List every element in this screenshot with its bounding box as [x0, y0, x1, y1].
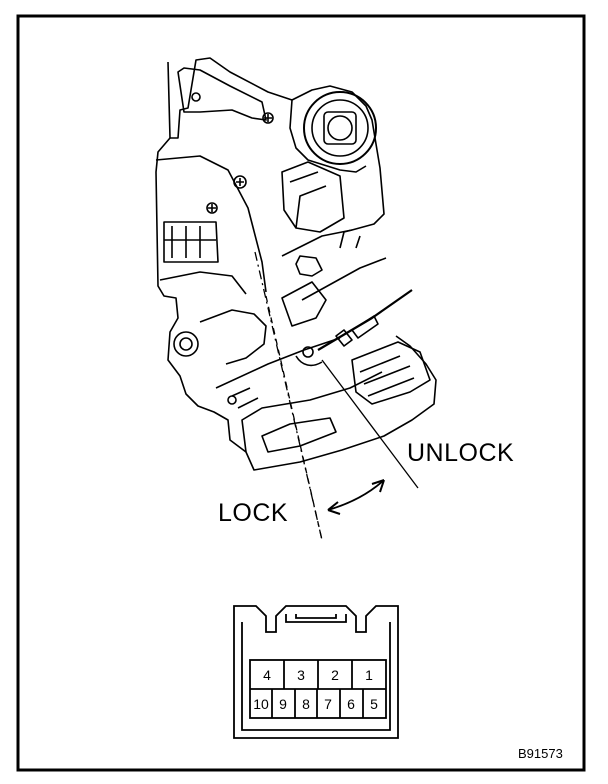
- travel-indicator-lines: [254, 251, 419, 541]
- pin-label: 2: [331, 667, 339, 683]
- figure-frame: [16, 14, 586, 772]
- pin-label: 6: [347, 696, 355, 712]
- pin-label: 10: [253, 696, 269, 712]
- pin-label: 4: [263, 667, 271, 683]
- pin-label: 7: [324, 696, 332, 712]
- pin-label: 5: [370, 696, 378, 712]
- connector-pin-labels: 4 3 2 1 10 9 8 7 6 5: [253, 667, 378, 712]
- pin-label: 1: [365, 667, 373, 683]
- pin-label: 8: [302, 696, 310, 712]
- lock-unlock-arrow: [327, 479, 385, 515]
- door-lock-actuator: [155, 57, 437, 471]
- connector-face: [233, 605, 399, 739]
- unlock-label: UNLOCK: [407, 439, 515, 467]
- pin-label: 3: [297, 667, 305, 683]
- lock-label: LOCK: [218, 499, 289, 527]
- figure-id: B91573: [518, 746, 563, 761]
- pin-label: 9: [279, 696, 287, 712]
